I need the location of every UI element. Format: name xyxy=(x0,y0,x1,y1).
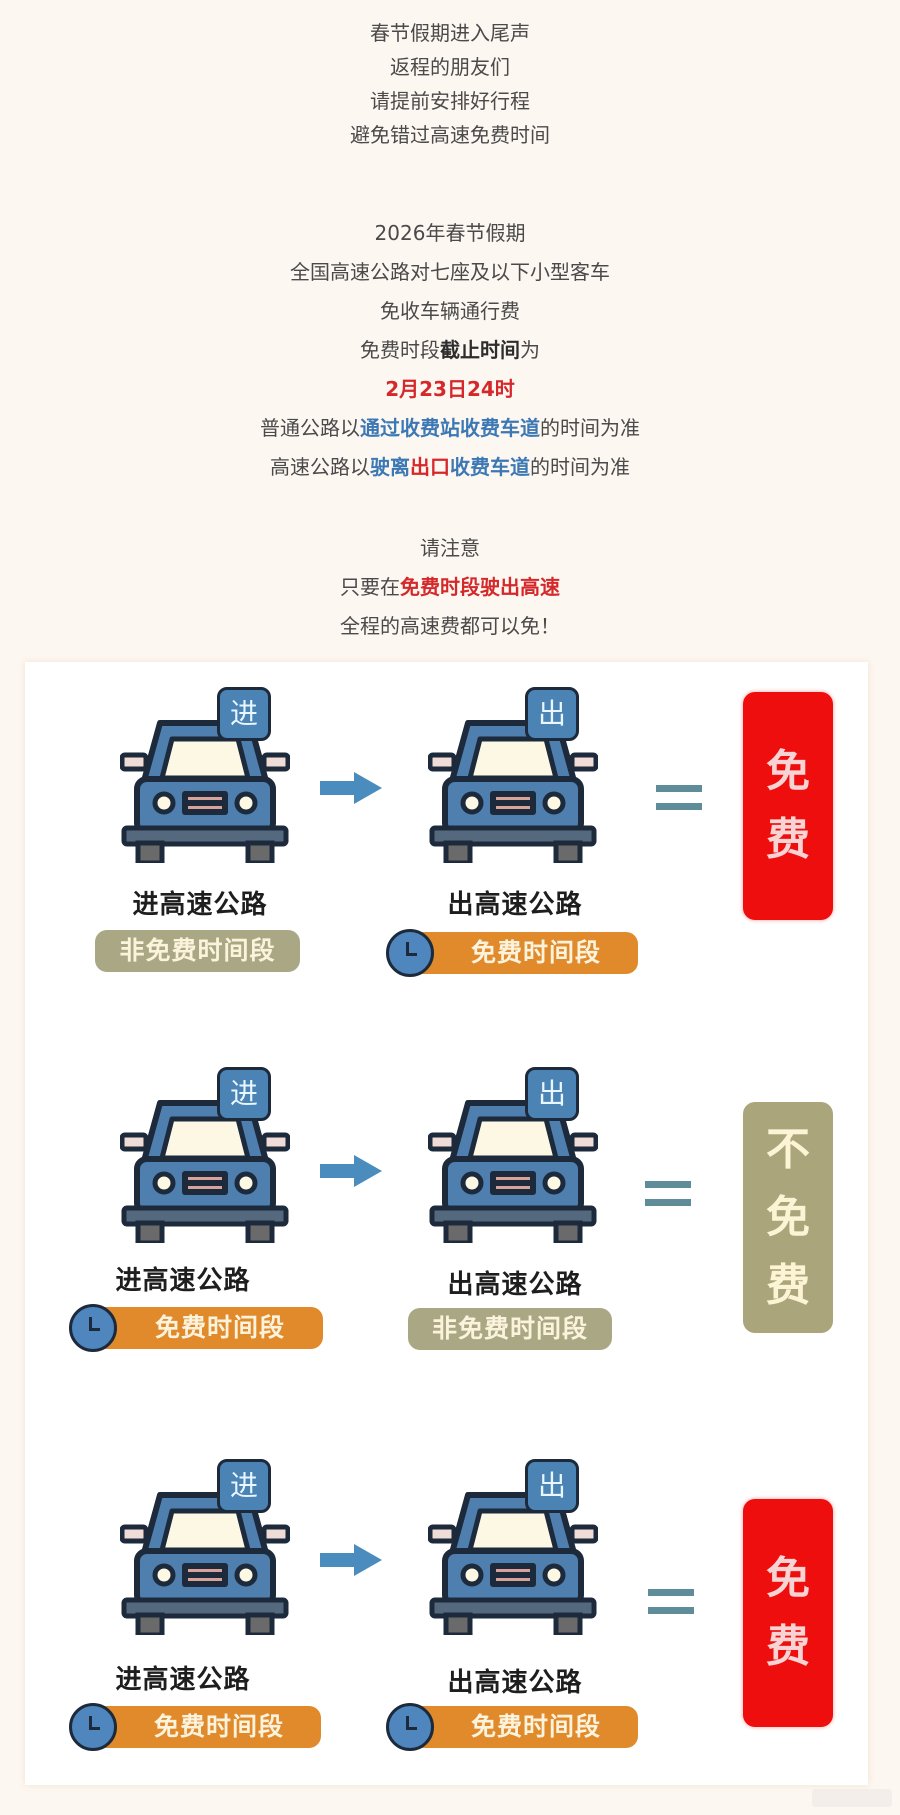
intro-line: 高速公路以驶离出口收费车道的时间为准 xyxy=(270,455,630,479)
enter-badge: 进 xyxy=(217,1459,271,1513)
intro-line: 避免错过高速免费时间 xyxy=(350,123,550,147)
enter-badge: 进 xyxy=(217,1067,271,1121)
intro-line: 2026年春节假期 xyxy=(374,221,526,245)
intro-line: 春节假期进入尾声 xyxy=(370,21,530,45)
intro-line: 返程的朋友们 xyxy=(390,55,510,79)
deadline-line: 2月23日24时 xyxy=(0,374,900,404)
equals-icon xyxy=(648,1589,694,1615)
intro-line: 请提前安排好行程 xyxy=(370,89,530,113)
equals-icon xyxy=(645,1181,691,1207)
exit-badge: 出 xyxy=(525,1459,579,1513)
watermark xyxy=(812,1789,892,1807)
free-period-pill: 免费时间段 xyxy=(69,1304,323,1352)
enter-badge: 进 xyxy=(217,687,271,741)
intro-line: 免收车辆通行费 xyxy=(380,299,520,323)
arrow-right-icon xyxy=(320,772,382,804)
free-period-pill: 免费时间段 xyxy=(386,929,638,977)
clock-icon xyxy=(386,929,434,977)
exit-highway-label: 出高速公路 xyxy=(447,1668,583,1698)
enter-highway-label: 进高速公路 xyxy=(115,1665,251,1695)
scenario-row-2: 进 进高速公路 免费时间段 出 出高速公路 非免费时间段 不 免 费 xyxy=(25,1042,868,1412)
arrow-right-icon xyxy=(320,1544,382,1576)
exit-badge: 出 xyxy=(525,1067,579,1121)
intro-line: 免费时段截止时间为 xyxy=(360,338,540,362)
exit-highway-label: 出高速公路 xyxy=(447,890,583,920)
intro-line: 全国高速公路对七座及以下小型客车 xyxy=(290,260,610,284)
scenario-row-1: 进 进高速公路 非免费时间段 出 出高速公路 免费时间段 免 费 xyxy=(25,662,868,1032)
toll-rules-diagram: 进 进高速公路 非免费时间段 出 出高速公路 免费时间段 免 费 进 进高速公路… xyxy=(25,662,868,1785)
enter-highway-label: 进高速公路 xyxy=(115,1266,251,1296)
free-period-pill: 免费时间段 xyxy=(386,1703,638,1751)
exit-highway-label: 出高速公路 xyxy=(447,1270,583,1300)
equals-icon xyxy=(656,785,702,811)
deadline-text: 2月23日24时 xyxy=(385,377,515,401)
result-free-badge: 免 费 xyxy=(743,692,833,920)
intro-line: 全程的高速费都可以免！ xyxy=(340,614,560,638)
result-free-badge: 免 费 xyxy=(743,1499,833,1727)
enter-highway-label: 进高速公路 xyxy=(132,890,268,920)
nonfree-period-pill: 非免费时间段 xyxy=(95,930,300,972)
clock-icon xyxy=(69,1304,117,1352)
arrow-right-icon xyxy=(320,1155,382,1187)
nonfree-period-pill: 非免费时间段 xyxy=(408,1308,612,1350)
intro-line: 普通公路以通过收费站收费车道的时间为准 xyxy=(260,416,640,440)
intro-line: 请注意 xyxy=(420,536,480,560)
intro-line: 只要在免费时段驶出高速 xyxy=(340,575,560,599)
free-period-pill: 免费时间段 xyxy=(69,1703,321,1751)
result-notfree-badge: 不 免 费 xyxy=(743,1102,833,1333)
emphasis-text: 截止时间 xyxy=(440,338,520,362)
scenario-row-3: 进 进高速公路 免费时间段 出 出高速公路 免费时间段 免 费 xyxy=(25,1434,868,1784)
clock-icon xyxy=(386,1703,434,1751)
clock-icon xyxy=(69,1703,117,1751)
exit-badge: 出 xyxy=(525,687,579,741)
